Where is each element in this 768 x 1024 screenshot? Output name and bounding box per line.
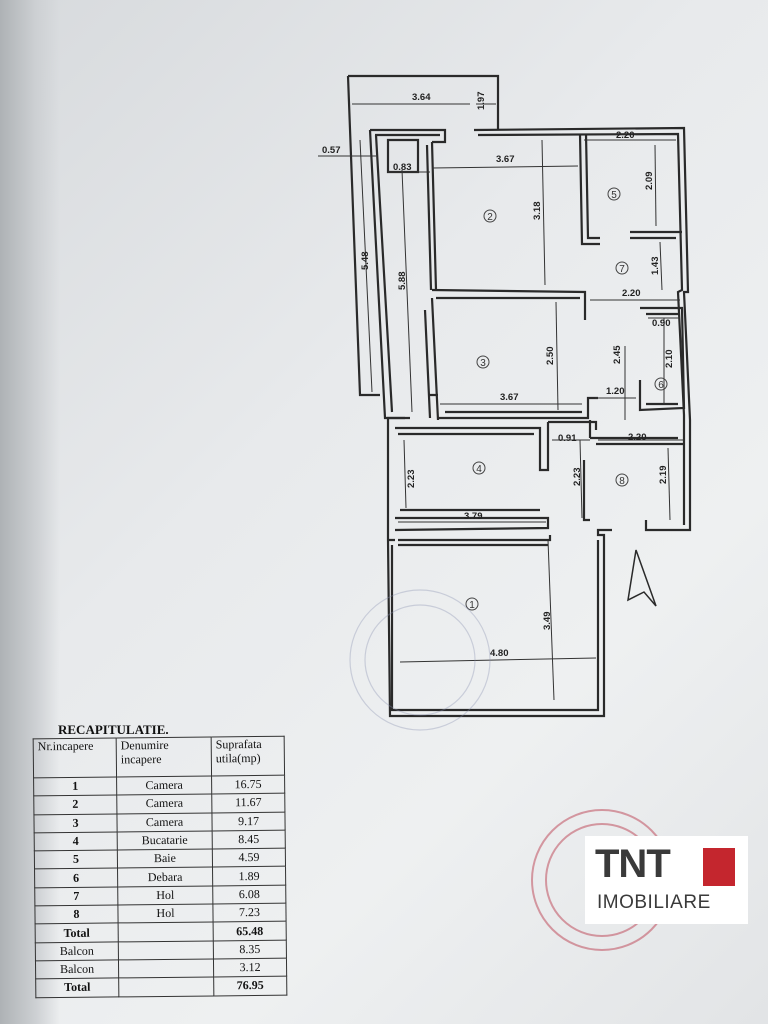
room-label-5: 5 <box>611 190 617 201</box>
cell-name: Hol <box>117 885 213 906</box>
wall-room-2-right <box>578 133 600 246</box>
dim-label: 2.20 <box>622 288 641 299</box>
dim-label: 5.48 <box>360 252 371 271</box>
header-name: Denumire incapere <box>116 736 212 777</box>
cell-area: 7.23 <box>212 903 287 923</box>
logo-brand: TNT <box>595 842 671 886</box>
cell-area: 4.59 <box>212 848 286 868</box>
balcony-label: Balcon <box>35 941 119 961</box>
grand-total-row: Total 76.95 <box>35 976 287 998</box>
dim-label: 0.57 <box>322 145 341 156</box>
paper-shadow <box>0 0 60 1024</box>
cell-nr: 7 <box>34 886 118 906</box>
header-area: Suprafata utila(mp) <box>211 736 285 776</box>
dim-label: 2.20 <box>628 432 647 443</box>
cell-name: Hol <box>117 904 214 924</box>
cell-nr: 8 <box>34 905 119 925</box>
dim-label: 2.19 <box>658 466 669 485</box>
dim-label: 1.43 <box>650 257 661 276</box>
grand-total-label: Total <box>35 978 119 998</box>
cell-area: 9.17 <box>211 811 286 831</box>
cell-name: Camera <box>116 775 212 796</box>
dim-label: 2.50 <box>545 347 556 366</box>
cell-area: 16.75 <box>211 775 285 795</box>
cell-nr: 5 <box>34 850 118 870</box>
cell-name: Camera <box>116 812 213 832</box>
recap-table: Nr.incapere Denumire incapere Suprafata … <box>33 736 288 998</box>
cell-name: Bucatarie <box>117 830 213 851</box>
dim-label: 2.45 <box>612 345 623 364</box>
balcony-area: 3.12 <box>213 958 287 978</box>
cell-nr: 3 <box>33 813 118 833</box>
wall-room-4 <box>395 420 598 472</box>
dim-label: 2.10 <box>664 350 675 369</box>
dim-label: 0.91 <box>558 433 577 444</box>
dim-label: 3.18 <box>532 202 543 221</box>
wall-left <box>368 129 438 420</box>
wall-room-8 <box>582 436 684 522</box>
grand-total-area: 76.95 <box>213 976 287 996</box>
wall-room-4-bottom <box>394 508 550 532</box>
dim-label: 3.64 <box>412 92 431 103</box>
dim-label: 1.97 <box>476 92 487 111</box>
tnt-logo: TNT IMOBILIARE <box>585 836 748 924</box>
recap-title: RECAPITULATIE. <box>58 722 169 737</box>
cell-nr: 1 <box>33 776 117 797</box>
total-label: Total <box>35 923 119 943</box>
outer-wall-inner <box>375 132 686 712</box>
dim-label: 2.23 <box>572 468 583 487</box>
dim-label: 5.88 <box>397 272 408 291</box>
wall-room-1 <box>398 535 552 547</box>
room-label-1: 1 <box>469 600 475 611</box>
dim-label: 1.20 <box>606 386 625 397</box>
cell-name: Debara <box>117 867 213 887</box>
dim-label: 3.67 <box>496 154 515 165</box>
room-label-7: 7 <box>619 264 625 275</box>
wall-room-6 <box>638 306 686 412</box>
cell-area: 8.45 <box>212 830 286 850</box>
room-label-4: 4 <box>476 464 482 475</box>
dim-label: 4.80 <box>490 648 509 659</box>
wall-room-5 <box>630 230 682 240</box>
dim-label: 3.79 <box>464 511 483 522</box>
cell-area: 6.08 <box>212 884 286 905</box>
room-label-2: 2 <box>487 212 493 223</box>
cell-name: Camera <box>116 794 212 814</box>
header-nr: Nr.incapere <box>33 737 117 778</box>
logo-subtitle: IMOBILIARE <box>597 892 711 913</box>
balcony-label: Balcon <box>35 959 119 980</box>
cell-nr: 6 <box>34 868 118 888</box>
room-label-3: 3 <box>480 358 486 369</box>
dim-label: 2.09 <box>644 172 655 191</box>
dim-label: 3.49 <box>542 612 553 631</box>
outer-wall <box>370 126 692 718</box>
balcony-outline <box>346 74 500 397</box>
dim-label: 3.67 <box>500 392 519 403</box>
cell-area: 11.67 <box>211 793 285 813</box>
dim-label: 2.23 <box>406 470 417 489</box>
dim-label: 0.83 <box>393 162 412 173</box>
room-label-6: 6 <box>658 380 664 391</box>
dim-label: 2.20 <box>616 130 635 141</box>
room-label-8: 8 <box>619 476 625 487</box>
north-arrow-icon <box>627 549 657 607</box>
faint-stamp <box>349 589 491 731</box>
cell-name: Baie <box>117 849 213 869</box>
total-area: 65.48 <box>213 921 287 941</box>
cell-nr: 4 <box>34 831 118 852</box>
cell-area: 1.89 <box>212 866 286 886</box>
balcony-area: 8.35 <box>213 939 287 959</box>
wall-room-2 <box>431 288 587 320</box>
house-icon <box>703 848 735 886</box>
table-header-row: Nr.incapere Denumire incapere Suprafata … <box>33 736 285 778</box>
cell-nr: 2 <box>33 795 117 815</box>
wall-room-3 <box>423 297 598 421</box>
dim-label: 0.90 <box>652 318 671 329</box>
